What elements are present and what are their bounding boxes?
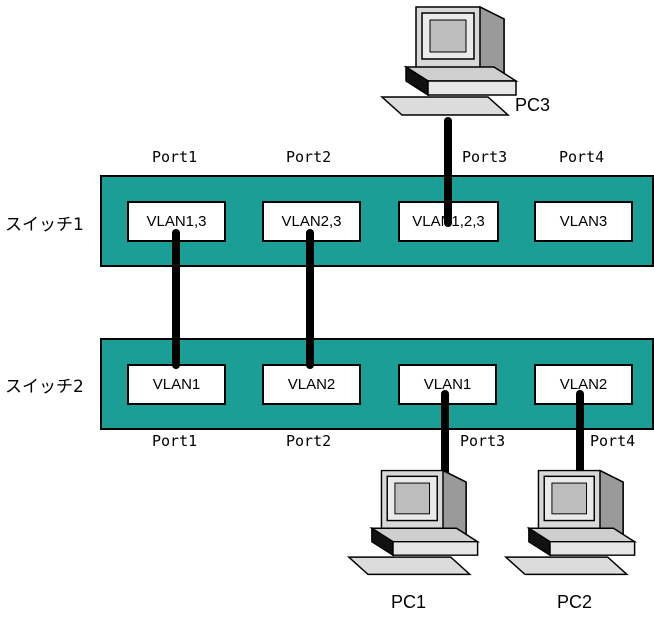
switch-2-port2-label: Port2 — [286, 432, 332, 450]
switch-2-port4-label: Port4 — [590, 432, 636, 450]
computer-icon — [380, 5, 519, 116]
computer-icon — [503, 469, 638, 576]
switch-2-port1-vlan: VLAN1 — [127, 364, 226, 405]
switch-1-port1-label: Port1 — [152, 148, 198, 166]
switch-1-label: スイッチ1 — [5, 215, 84, 235]
cable-switch1-port2-switch2-port2 — [306, 229, 314, 369]
switch-2-label: スイッチ2 — [5, 377, 84, 397]
switch-1-port2-label: Port2 — [286, 148, 332, 166]
switch-1-port4-label: Port4 — [559, 148, 605, 166]
cable-switch1-port1-switch2-port1 — [172, 229, 180, 369]
computer-icon — [346, 469, 481, 576]
cable-switch2-port3-pc1 — [441, 390, 449, 476]
pc1-label: PC1 — [391, 592, 427, 612]
cable-pc3-switch1-port3 — [444, 117, 452, 227]
switch-2-port3-label: Port3 — [460, 432, 506, 450]
switch-1-port4-vlan: VLAN3 — [534, 201, 633, 242]
cable-switch2-port4-pc2 — [576, 390, 584, 476]
pc2-label: PC2 — [557, 592, 593, 612]
switch-2-port1-label: Port1 — [152, 432, 198, 450]
switch-1-port3-label: Port3 — [462, 148, 508, 166]
switch-2-port2-vlan: VLAN2 — [262, 364, 361, 405]
pc3-label: PC3 — [515, 95, 551, 115]
